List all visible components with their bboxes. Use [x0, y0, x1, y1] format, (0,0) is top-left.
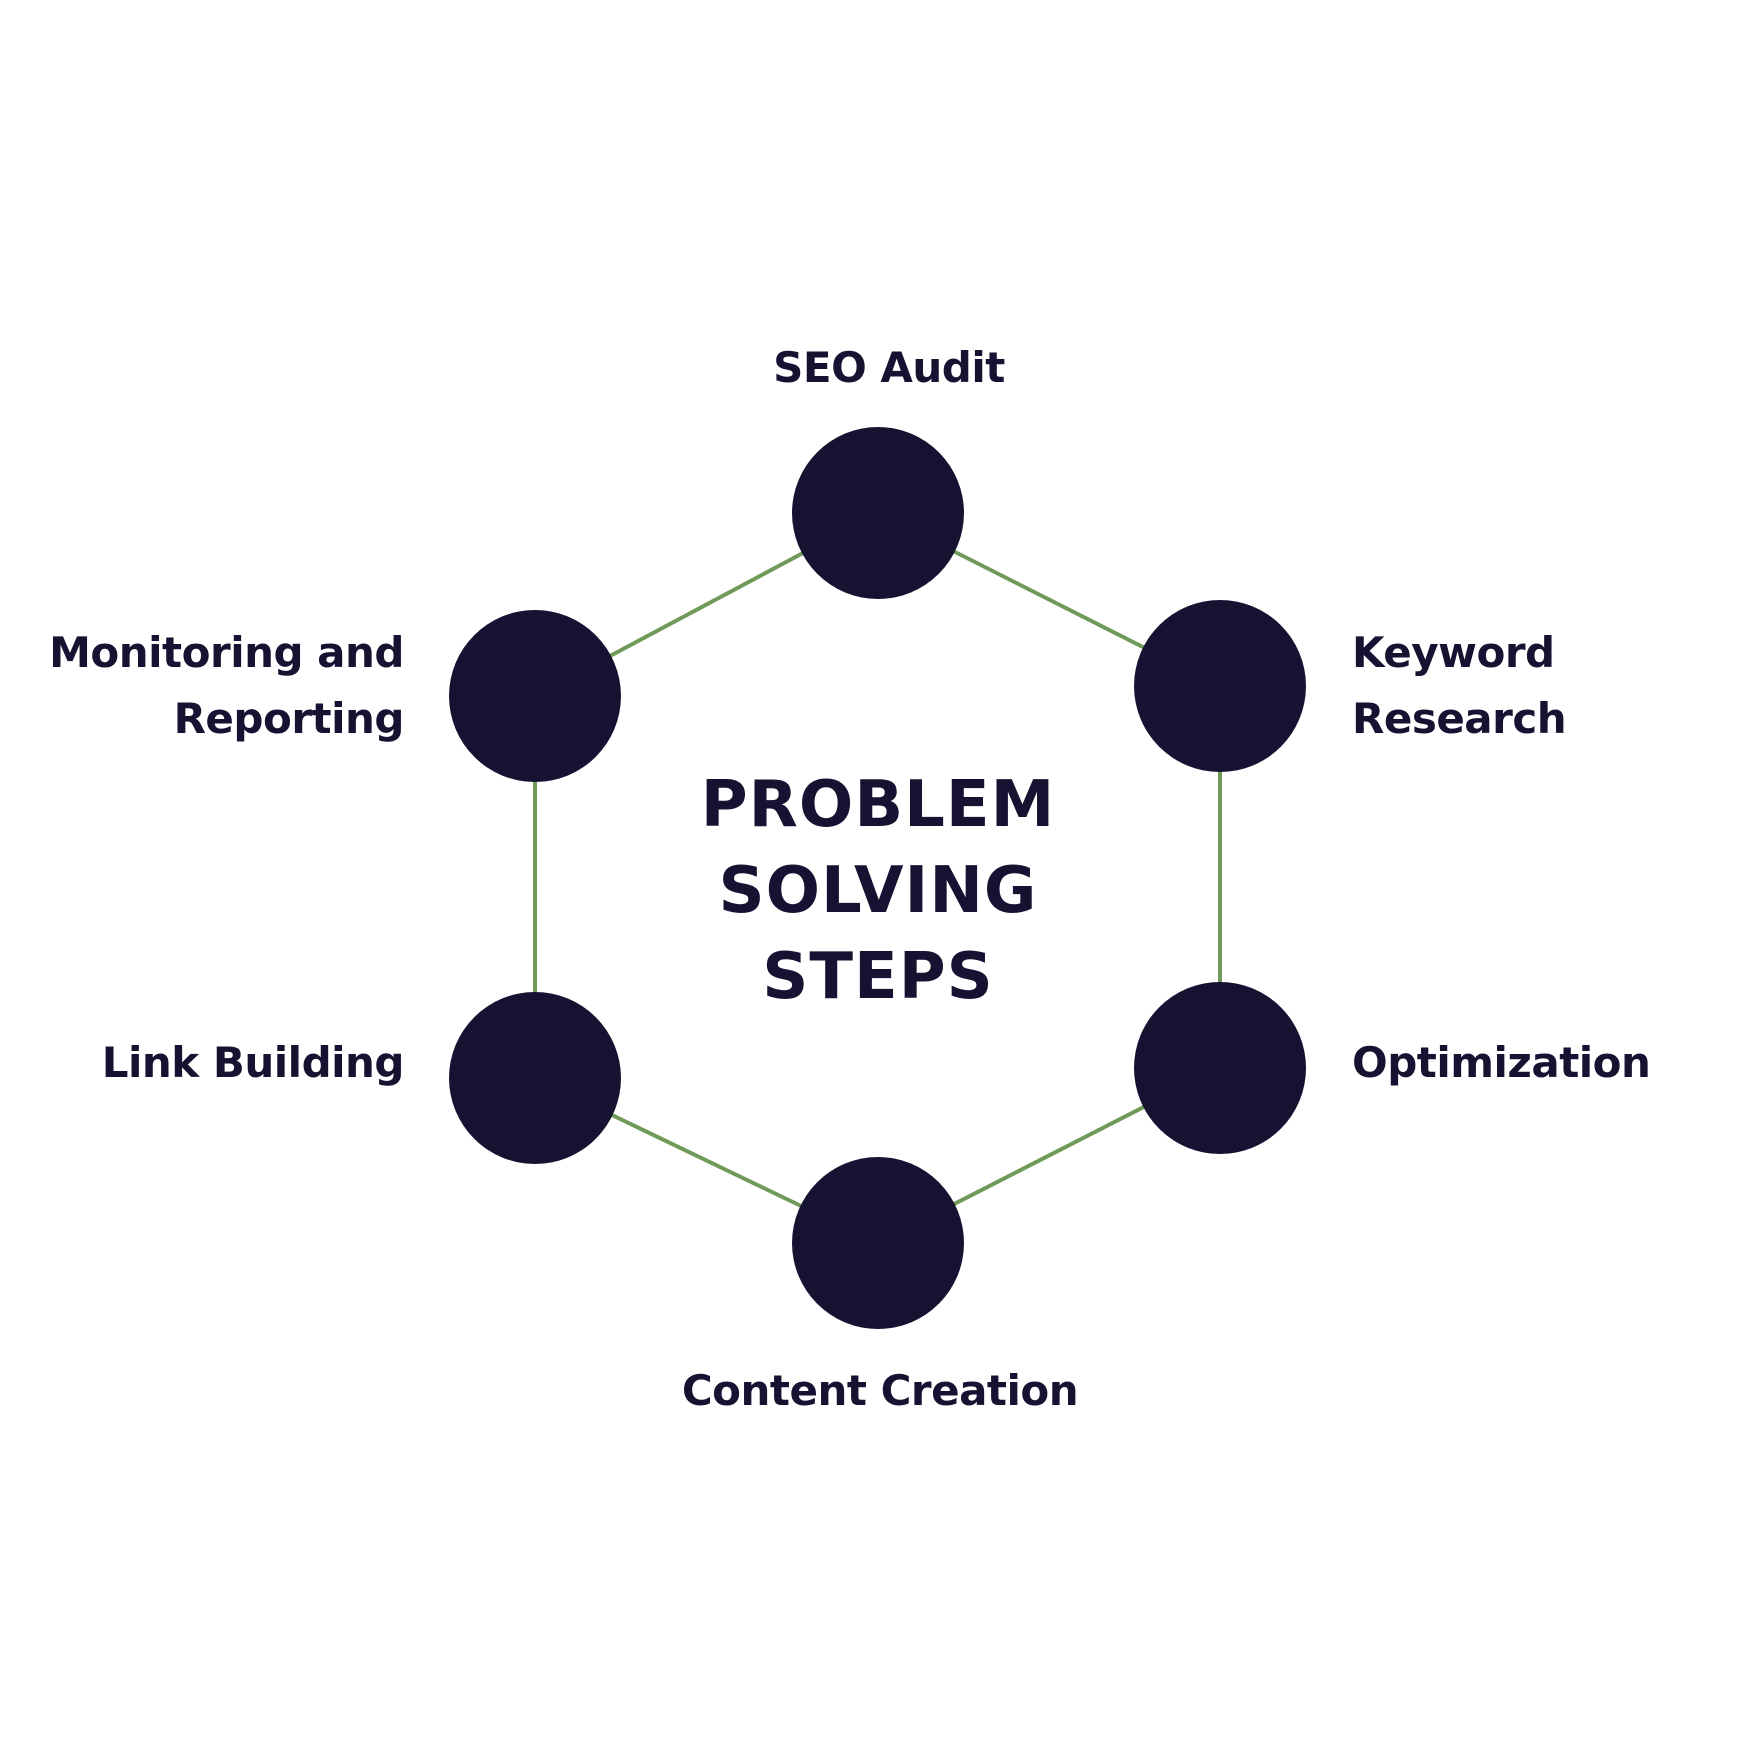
center-title-text: PROBLEM SOLVING STEPS — [701, 768, 1056, 1014]
step-nodes — [449, 427, 1306, 1329]
step-node-content-creation — [792, 1157, 964, 1329]
center-title-line: STEPS — [762, 940, 993, 1014]
step-label-line: Link Building — [102, 1038, 404, 1087]
step-label-line: Monitoring and — [49, 628, 404, 677]
step-label-seo-audit: SEO Audit — [773, 343, 1005, 392]
step-label-line: Reporting — [174, 694, 404, 743]
step-label-optimization: Optimization — [1352, 1038, 1650, 1087]
step-node-keyword-research — [1134, 600, 1306, 772]
step-label-link-building: Link Building — [102, 1038, 404, 1087]
step-node-seo-audit — [792, 427, 964, 599]
center-title-line: PROBLEM — [701, 768, 1056, 842]
step-label-line: SEO Audit — [773, 343, 1005, 392]
step-label-line: Research — [1352, 694, 1566, 743]
step-label-line: Content Creation — [682, 1366, 1078, 1415]
center-title-line: SOLVING — [719, 854, 1038, 928]
step-label-content-creation: Content Creation — [682, 1366, 1078, 1415]
step-node-optimization — [1134, 982, 1306, 1154]
step-node-link-building — [449, 992, 621, 1164]
step-label-line: Optimization — [1352, 1038, 1650, 1087]
center-title: PROBLEM SOLVING STEPS — [701, 768, 1056, 1014]
step-node-monitoring-and-reporting — [449, 610, 621, 782]
step-label-line: Keyword — [1352, 628, 1555, 677]
